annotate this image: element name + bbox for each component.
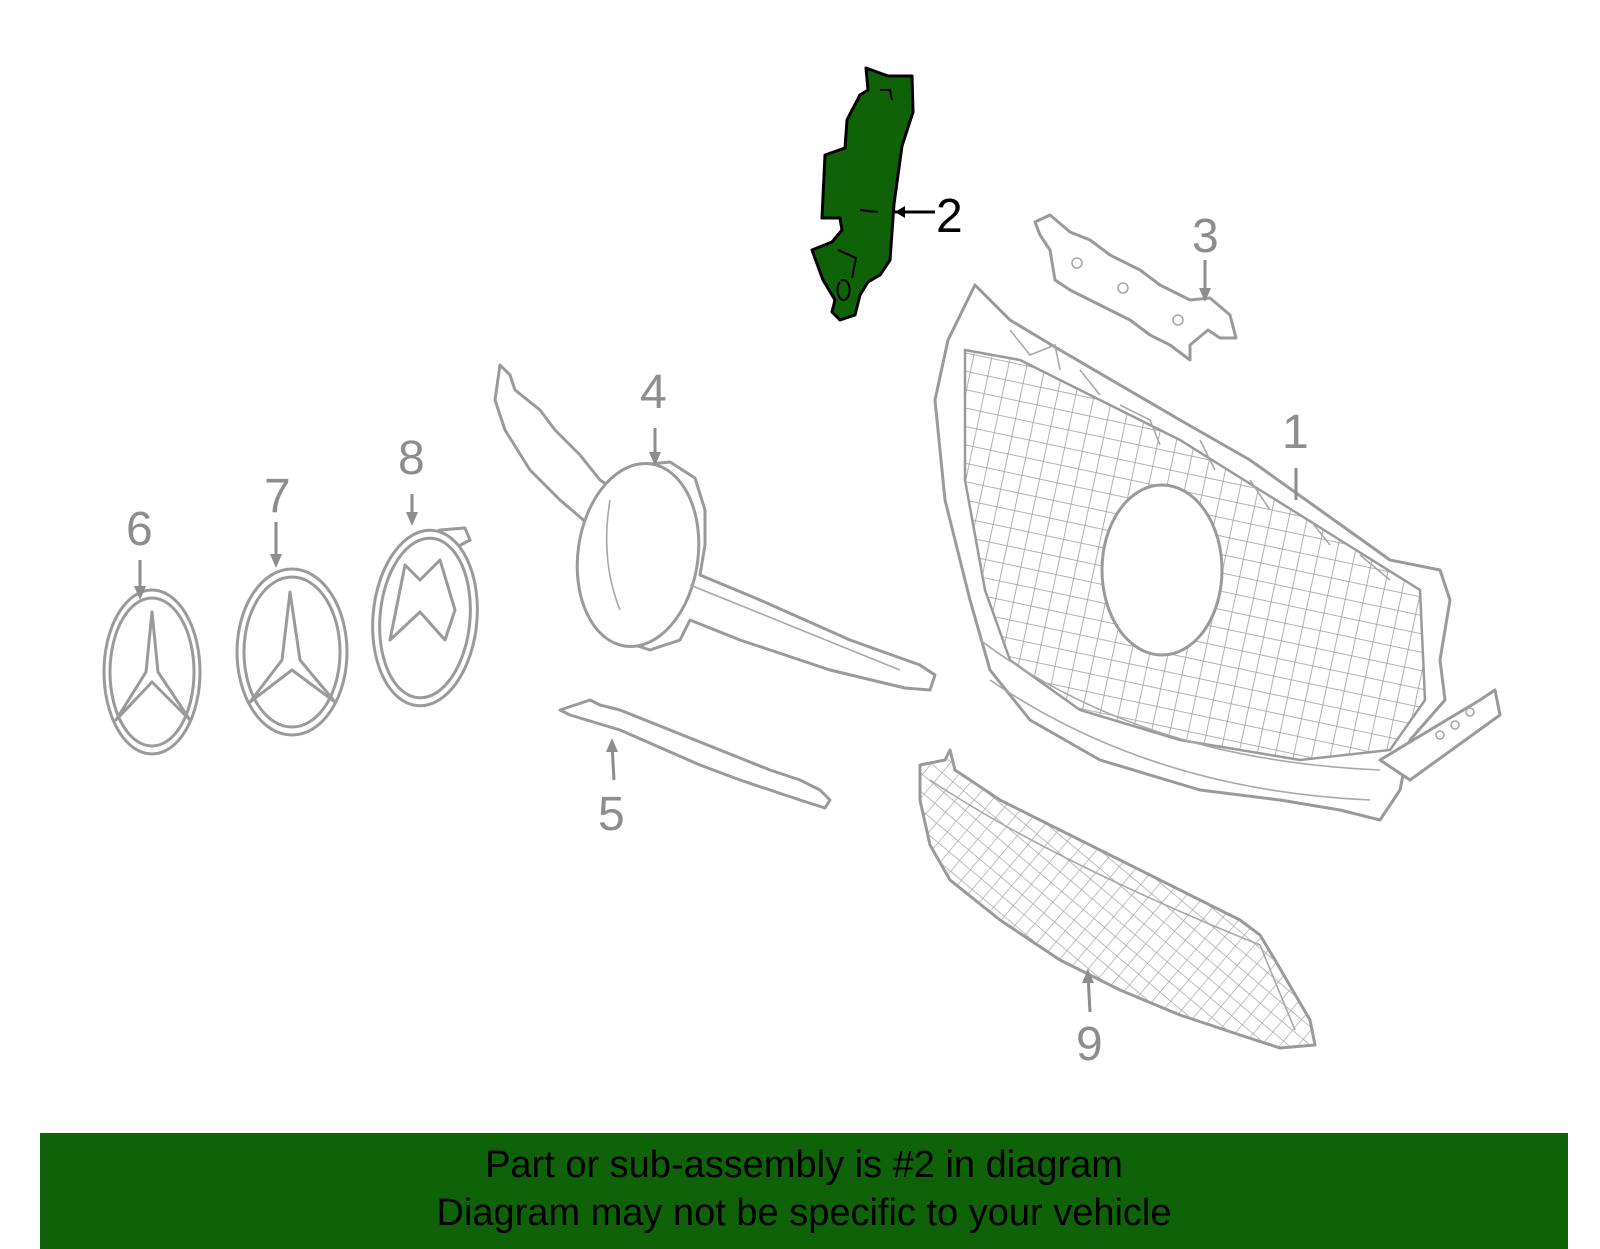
callout-2: 2 [936,190,963,243]
part-1-grille [933,283,1502,822]
part-9-lower-grille [918,748,1317,1050]
part-4-trim-bar [493,363,937,692]
callout-4: 4 [640,366,667,419]
callout-5: 5 [598,788,625,841]
callout-1: 1 [1282,406,1309,459]
banner-line-disclaimer: Diagram may not be specific to your vehi… [436,1192,1172,1234]
part-6-emblem-ring [102,588,202,756]
callout-3: 3 [1192,210,1219,263]
part-7-emblem-star [235,567,349,737]
banner-line-part: Part or sub-assembly is #2 in diagram [485,1144,1123,1186]
part-3-upper-bracket [1033,213,1238,362]
callout-8: 8 [398,432,425,485]
info-banner: Part or sub-assembly is #2 in diagram Di… [40,1133,1568,1249]
part-8-emblem-bracket [371,526,479,708]
part-2-bracket [810,66,915,322]
callout-7: 7 [264,470,291,523]
callout-6: 6 [126,503,153,556]
callout-leaders [134,206,1298,1013]
callout-numbers: 1 2 3 4 5 6 7 8 9 [126,190,1309,1071]
callout-9: 9 [1076,1018,1103,1071]
part-5-lower-strip [558,698,832,810]
